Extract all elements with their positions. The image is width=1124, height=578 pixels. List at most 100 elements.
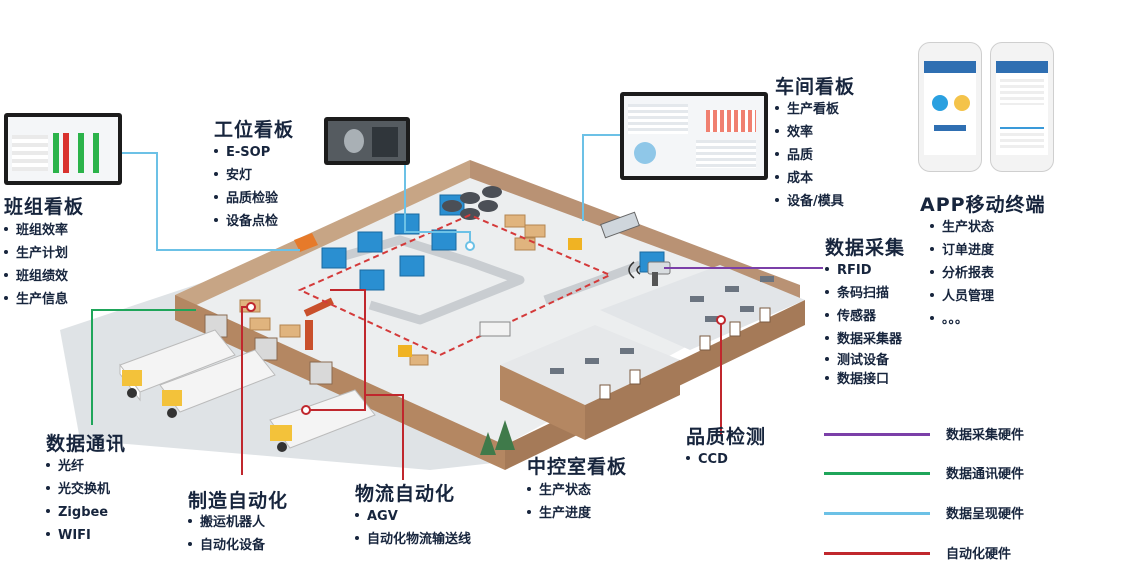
pallet [524, 224, 546, 238]
desk [725, 286, 739, 292]
link-banzu [122, 152, 300, 251]
list-item: 传感器 [825, 305, 902, 328]
bullet-icon [4, 249, 8, 254]
pinzhi-list: CCD [686, 448, 728, 471]
list-item: CCD [686, 448, 728, 471]
conveyor-line [543, 260, 642, 305]
conveyor-line [328, 235, 525, 325]
pallet [409, 354, 429, 366]
banzu-title: 班组看板 [4, 196, 85, 218]
marker [716, 315, 726, 325]
wuliu-title: 物流自动化 [355, 483, 456, 505]
rfid-scanner [628, 261, 671, 286]
bullet-icon [930, 246, 934, 251]
list-item: AGV [355, 505, 471, 528]
bullet-icon [930, 315, 934, 320]
list-item: 测试设备 [825, 351, 902, 370]
bullet-icon [214, 171, 218, 176]
truck [119, 329, 236, 402]
legend-item: 自动化硬件 [824, 543, 1124, 563]
forklift [398, 345, 412, 357]
phone-mockup-1 [918, 42, 982, 172]
bullet-icon [825, 356, 829, 361]
bullet-icon [775, 128, 779, 133]
banzu-monitor [4, 113, 122, 185]
tongxun-list: 光纤 光交换机 Zigbee WIFI [46, 455, 110, 547]
pallet [514, 237, 536, 251]
bullet-icon [214, 217, 218, 222]
list-item: 生产进度 [527, 502, 591, 525]
back-wall-left [175, 160, 470, 308]
list-item: 分析报表 [930, 262, 994, 285]
list-item: 条码扫描 [825, 282, 902, 305]
truck [269, 389, 376, 452]
bullet-icon [4, 295, 8, 300]
pallet [279, 324, 301, 338]
list-item: E-SOP [214, 141, 278, 164]
zhongkong-title: 中控室看板 [527, 456, 628, 478]
phone-mockup-2 [990, 42, 1054, 172]
list-item: 班组绩效 [4, 265, 68, 288]
marker [246, 302, 256, 312]
zhizao-title: 制造自动化 [188, 490, 289, 512]
bullet-icon [4, 226, 8, 231]
desk [550, 368, 564, 374]
bullet-icon [46, 531, 50, 536]
station-tablet [294, 233, 318, 252]
gongwei-title: 工位看板 [214, 119, 295, 141]
list-item: 订单进度 [930, 239, 994, 262]
legend-swatch [824, 512, 930, 515]
window [629, 369, 641, 385]
dock-door [254, 337, 278, 361]
list-item: 数据接口 [825, 370, 902, 389]
pinzhi-title: 品质检测 [686, 426, 767, 448]
list-item: WIFI [46, 524, 110, 547]
window [759, 307, 771, 323]
list-item: 成本 [775, 167, 844, 190]
bullet-icon [825, 335, 829, 340]
list-item: 生产状态 [930, 216, 994, 239]
list-item: 光纤 [46, 455, 110, 478]
bullet-icon [355, 512, 359, 517]
legend-swatch [824, 552, 930, 555]
list-item: 生产状态 [527, 479, 591, 502]
bullet-icon [214, 148, 218, 153]
agv-path [297, 213, 613, 357]
legend-swatch [824, 433, 930, 436]
bullet-icon [46, 485, 50, 490]
legend-label: 数据呈现硬件 [946, 507, 1025, 522]
bullet-icon [930, 292, 934, 297]
control-room-wall [500, 365, 585, 440]
bullet-icon [825, 312, 829, 317]
list-item: 自动化设备 [188, 534, 265, 557]
window [599, 384, 611, 400]
list-item: 光交换机 [46, 478, 110, 501]
control-room-floor [500, 325, 680, 405]
bullet-icon [4, 272, 8, 277]
bullet-icon [527, 509, 531, 514]
machine [357, 231, 383, 253]
bullet-icon [775, 105, 779, 110]
dock-door [309, 361, 333, 385]
bullet-icon [775, 174, 779, 179]
bullet-icon [775, 197, 779, 202]
window [699, 335, 711, 351]
list-item: 人员管理 [930, 285, 994, 308]
legend-item: 数据通讯硬件 [824, 463, 1124, 483]
bullet-icon [46, 462, 50, 467]
legend-swatch [824, 472, 930, 475]
banzu-list: 班组效率 生产计划 班组绩效 生产信息 [4, 219, 68, 311]
storage-drum [460, 192, 480, 204]
list-item: 。。。 [930, 308, 994, 331]
zhongkong-list: 生产状态 生产进度 [527, 479, 591, 525]
bullet-icon [825, 375, 829, 380]
list-item: 班组效率 [4, 219, 68, 242]
chejian-title: 车间看板 [775, 76, 856, 98]
legend-item: 数据呈现硬件 [824, 503, 1124, 523]
pallet [249, 317, 271, 331]
legend-item: 数据采集硬件 [824, 424, 1124, 444]
marker [465, 241, 475, 251]
storage-drum [482, 186, 502, 198]
pallet [504, 214, 526, 228]
